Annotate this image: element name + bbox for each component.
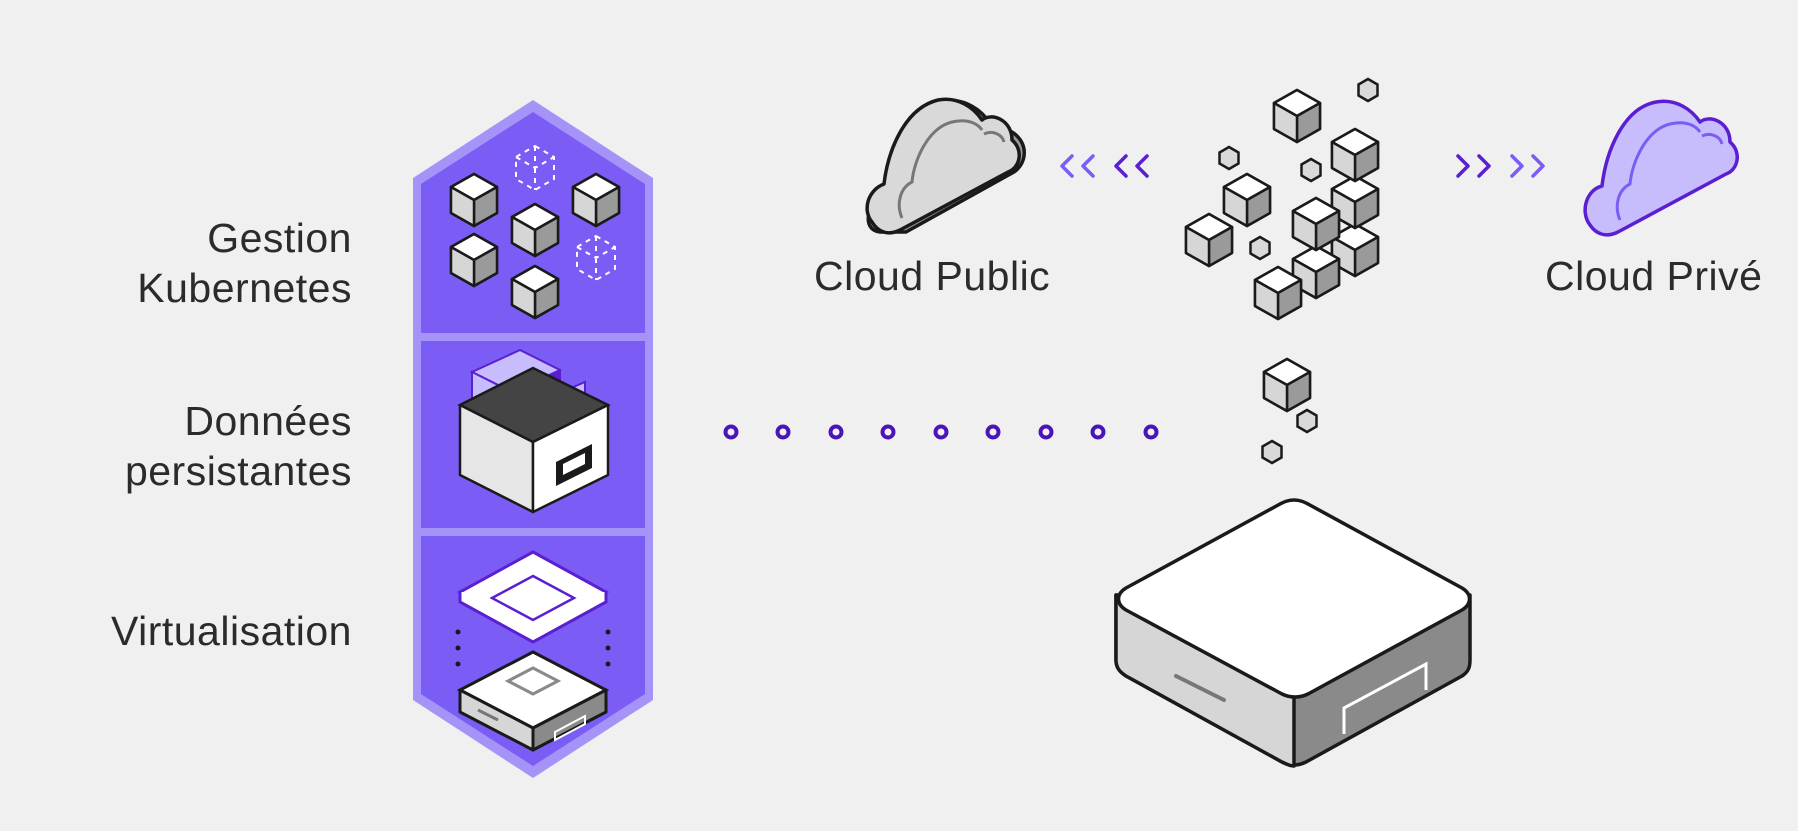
label-persistent-data: Données persistantes <box>32 396 352 496</box>
label-cloud-private: Cloud Privé <box>1545 253 1763 299</box>
dotted-connector <box>723 424 1159 440</box>
label-kubernetes: Gestion Kubernetes <box>32 213 352 313</box>
arrows-left-icon <box>1060 154 1149 178</box>
virtualization-server-icon <box>455 550 611 752</box>
server-appliance-icon <box>1114 498 1472 768</box>
label-kubernetes-line2: Kubernetes <box>137 265 352 311</box>
storage-box-icon <box>457 348 611 514</box>
label-cloud-public: Cloud Public <box>814 253 1051 299</box>
label-virtualisation: Virtualisation <box>111 608 352 654</box>
cloud-private-icon <box>1583 99 1739 237</box>
label-kubernetes-line1: Gestion <box>207 215 352 261</box>
cloud-public-icon <box>865 97 1026 235</box>
label-persistent-data-line2: persistantes <box>124 448 352 494</box>
container-cluster-icon <box>1184 77 1380 465</box>
arrows-right-icon <box>1456 154 1545 178</box>
label-persistent-data-line1: Données <box>184 398 352 444</box>
